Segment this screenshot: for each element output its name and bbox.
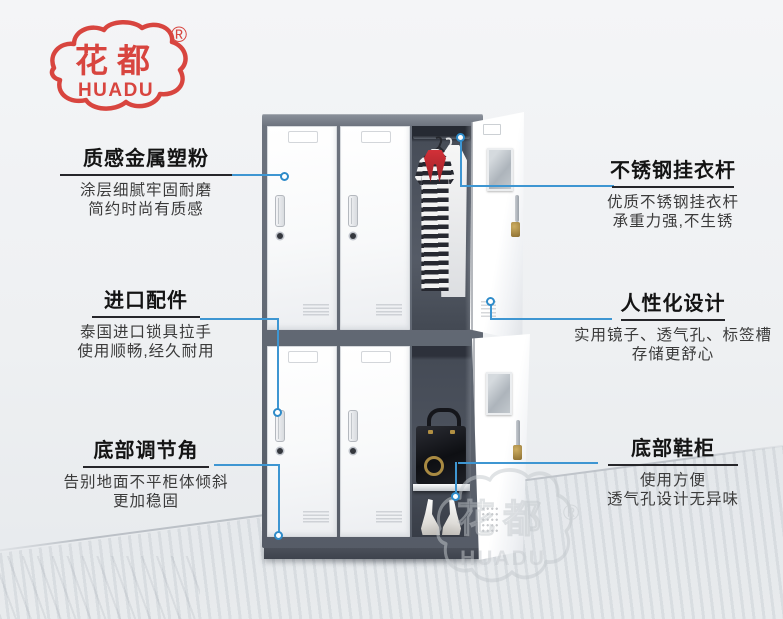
feature-adjustable-feet: 底部调节角 告别地面不平柜体倾斜 更加稳固 bbox=[38, 439, 254, 511]
watermark-brand-cn: 花都 bbox=[457, 499, 549, 541]
feature-line: 承重力强,不生锈 bbox=[612, 213, 734, 230]
label-slot bbox=[288, 131, 318, 143]
title-underline bbox=[621, 319, 725, 321]
open-compartment-bottom bbox=[412, 346, 471, 537]
feature-line: 使用方便 bbox=[639, 472, 706, 489]
callout-line bbox=[490, 305, 492, 320]
title-underline bbox=[92, 316, 200, 318]
door-top-left bbox=[267, 126, 337, 330]
watermark-brand-en: HUADU bbox=[460, 547, 546, 570]
callout-dot bbox=[273, 408, 282, 417]
feature-line: 更加稳固 bbox=[112, 493, 179, 510]
title-underline bbox=[83, 466, 209, 468]
callout-dot bbox=[486, 297, 495, 306]
handbag-clasp bbox=[450, 430, 455, 434]
title-underline bbox=[608, 464, 738, 466]
logo-cloud-outline bbox=[49, 20, 188, 111]
handbag bbox=[416, 426, 466, 484]
door-top-middle bbox=[340, 126, 410, 330]
vent-grille bbox=[303, 511, 329, 524]
logo-registered-mark: ® bbox=[171, 22, 187, 47]
callout-dot bbox=[451, 492, 460, 501]
floor-texture-streaks bbox=[0, 556, 200, 619]
callout-line bbox=[462, 185, 614, 187]
door-handle bbox=[348, 410, 358, 442]
door-lock bbox=[277, 233, 283, 239]
vent-grille bbox=[376, 511, 402, 524]
callout-line bbox=[458, 462, 598, 464]
callout-dot bbox=[280, 172, 289, 181]
feature-imported-hardware: 进口配件 泰国进口锁具拉手 使用顺畅,经久耐用 bbox=[38, 289, 254, 361]
label-slot bbox=[288, 351, 318, 363]
callout-line bbox=[214, 174, 282, 176]
shoe-shelf bbox=[413, 484, 470, 491]
open-door-bottom bbox=[472, 334, 530, 560]
door-mirror bbox=[487, 148, 513, 191]
feature-line: 简约时尚有质感 bbox=[88, 201, 204, 218]
feature-line: 优质不锈钢挂衣杆 bbox=[606, 194, 739, 211]
brass-lock bbox=[513, 445, 522, 460]
feature-line: 涂层细腻牢固耐磨 bbox=[79, 182, 212, 199]
vent-grille bbox=[376, 304, 402, 317]
logo-brand-cn: 花都 bbox=[75, 42, 159, 79]
feature-title: 底部鞋柜 bbox=[631, 438, 715, 460]
feature-title: 不锈钢挂衣杆 bbox=[610, 160, 736, 182]
watermark-cloud-outline bbox=[436, 468, 574, 583]
watermark-registered-mark: ® bbox=[563, 500, 579, 525]
feature-humanized-design: 人性化设计 实用镜子、透气孔、标签槽 存储更舒心 bbox=[562, 292, 783, 364]
open-door-top bbox=[470, 112, 524, 341]
door-handle bbox=[275, 195, 285, 227]
label-slot bbox=[361, 131, 391, 143]
feature-title: 进口配件 bbox=[104, 290, 188, 312]
feature-title: 底部调节角 bbox=[93, 440, 199, 462]
door-handle bbox=[348, 195, 358, 227]
feature-shoe-compartment: 底部鞋柜 使用方便 透气孔设计无异味 bbox=[562, 437, 783, 509]
callout-line bbox=[278, 464, 280, 534]
locker-cabinet-frame bbox=[262, 114, 483, 548]
striped-shirt bbox=[415, 149, 455, 291]
door-lock bbox=[277, 448, 283, 454]
door-handle bbox=[515, 195, 519, 222]
callout-line bbox=[491, 318, 612, 320]
label-slot bbox=[483, 124, 501, 135]
brass-lock bbox=[511, 222, 520, 237]
door-lock bbox=[350, 448, 356, 454]
label-slot bbox=[361, 351, 391, 363]
feature-title: 质感金属塑粉 bbox=[83, 148, 209, 170]
open-compartment-top bbox=[412, 126, 471, 330]
callout-dot bbox=[274, 531, 283, 540]
callout-line bbox=[214, 464, 280, 466]
title-underline bbox=[60, 174, 232, 176]
callout-line bbox=[460, 141, 462, 187]
callout-dot bbox=[456, 133, 465, 142]
feature-line: 存储更舒心 bbox=[631, 346, 715, 363]
title-underline bbox=[612, 186, 734, 188]
feature-line: 使用顺畅,经久耐用 bbox=[77, 343, 215, 360]
door-handle bbox=[516, 420, 520, 447]
vent-holes bbox=[481, 506, 499, 532]
vent-grille bbox=[303, 304, 329, 317]
feature-line: 泰国进口锁具拉手 bbox=[79, 324, 212, 341]
callout-line bbox=[277, 318, 279, 409]
hanging-rod bbox=[413, 135, 470, 139]
feature-line: 透气孔设计无异味 bbox=[606, 491, 739, 508]
brand-watermark: 花都 HUADU ® bbox=[436, 468, 579, 583]
callout-line bbox=[200, 318, 279, 320]
handbag-clasp bbox=[428, 430, 433, 434]
handbag-ring bbox=[424, 456, 444, 476]
brand-logo: 花都 HUADU ® bbox=[49, 20, 188, 111]
door-bottom-middle bbox=[340, 346, 410, 537]
door-mirror bbox=[486, 372, 512, 415]
feature-hanging-rod: 不锈钢挂衣杆 优质不锈钢挂衣杆 承重力强,不生锈 bbox=[562, 159, 783, 231]
feature-line: 告别地面不平柜体倾斜 bbox=[63, 474, 229, 491]
feature-line: 实用镜子、透气孔、标签槽 bbox=[573, 327, 772, 344]
handbag-handle bbox=[427, 408, 461, 432]
door-lock bbox=[350, 233, 356, 239]
logo-brand-en: HUADU bbox=[78, 80, 154, 101]
feature-title: 人性化设计 bbox=[620, 293, 726, 315]
callout-line bbox=[455, 462, 457, 494]
feature-coating: 质感金属塑粉 涂层细腻牢固耐磨 简约时尚有质感 bbox=[38, 147, 254, 219]
